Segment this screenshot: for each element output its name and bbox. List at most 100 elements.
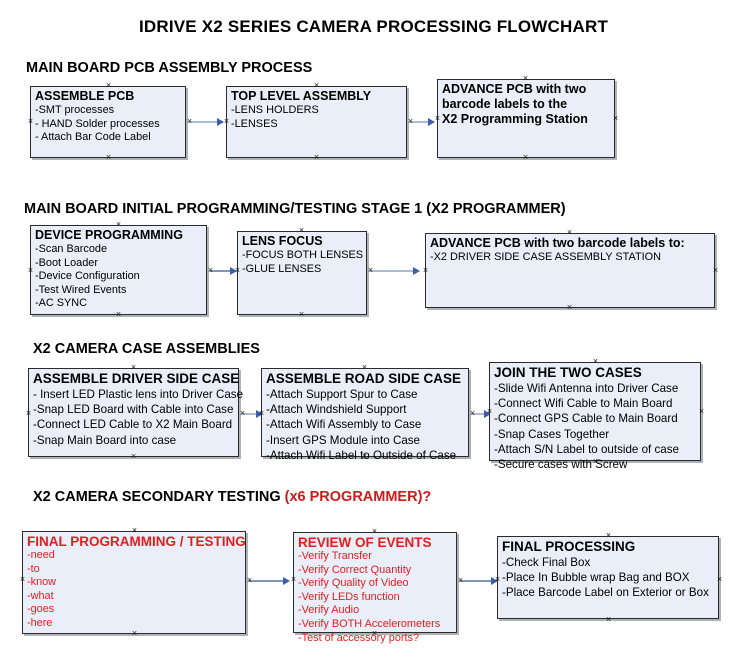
connection-handle-right[interactable] (612, 115, 619, 122)
connection-handle-top[interactable] (105, 82, 112, 89)
connection-handle-top[interactable] (371, 528, 378, 535)
connection-handle-left[interactable] (223, 118, 230, 125)
section-heading-suffix: (x6 PROGRAMMER)? (284, 489, 432, 505)
box-item: -Connect Wifi Cable to Main Board (494, 397, 673, 411)
box-device-programming[interactable]: DEVICE PROGRAMMING -Scan Barcode -Boot L… (30, 225, 207, 315)
box-item: -SMT processes (35, 104, 115, 116)
connector-final-programming-to-review (249, 580, 287, 582)
box-join-the-two-cases[interactable]: JOIN THE TWO CASES -Slide Wifi Antenna i… (489, 362, 701, 471)
connection-handle-right[interactable] (246, 577, 253, 584)
box-header: LENS FOCUS (242, 234, 323, 248)
connection-handle-left[interactable] (434, 115, 441, 122)
box-item: -Attach Windshield Support (266, 403, 407, 417)
box-item: -Slide Wifi Antenna into Driver Case (494, 382, 679, 395)
connector-road-case-to-join-cases (472, 413, 488, 415)
connection-handle-right[interactable] (239, 410, 246, 417)
box-item: -Scan Barcode (35, 243, 108, 255)
connection-handle-top[interactable] (115, 221, 122, 228)
section-heading-text: X2 CAMERA SECONDARY TESTING (33, 489, 285, 505)
box-item: -Verify Transfer (298, 550, 372, 562)
connection-handle-bottom[interactable] (522, 154, 529, 161)
connection-handle-right[interactable] (407, 118, 414, 125)
connection-handle-left[interactable] (258, 410, 265, 417)
box-item: -Snap LED Board with Cable into Case (33, 403, 234, 417)
connection-handle-left[interactable] (27, 267, 34, 274)
box-item: -Snap Cases Together (494, 427, 610, 441)
connection-handle-bottom[interactable] (371, 630, 378, 637)
box-review-of-events[interactable]: REVIEW OF EVENTS -Verify Transfer -Verif… (293, 532, 457, 644)
connection-handle-top[interactable] (313, 82, 320, 89)
connection-handle-top[interactable] (605, 532, 612, 539)
connection-handle-bottom[interactable] (361, 453, 368, 460)
box-item: -Snap Main Board into case (33, 433, 177, 447)
connection-handle-top[interactable] (130, 364, 137, 371)
connection-handle-top[interactable] (131, 527, 138, 534)
box-item: -Verify BOTH Accelerometers (298, 617, 441, 630)
arrowhead-icon (428, 117, 435, 126)
connection-handle-top[interactable] (298, 227, 305, 234)
connection-handle-left[interactable] (494, 576, 501, 583)
box-item: -to (27, 562, 40, 575)
connection-handle-left[interactable] (290, 576, 297, 583)
box-assemble-pcb[interactable]: ASSEMBLE PCB -SMT processes - HAND Solde… (30, 86, 186, 158)
box-advance-pcb-programming-station[interactable]: ADVANCE PCB with two barcode labels to t… (437, 79, 615, 158)
box-header: FINAL PROCESSING (502, 539, 636, 554)
box-item: X2 Programming Station (442, 112, 588, 126)
connection-handle-right[interactable] (469, 410, 476, 417)
connection-handle-right[interactable] (207, 267, 214, 274)
connection-handle-bottom[interactable] (592, 458, 599, 465)
box-lens-focus[interactable]: LENS FOCUS -FOCUS BOTH LENSES -GLUE LENS… (237, 231, 367, 315)
box-assemble-road-side-case[interactable]: ASSEMBLE ROAD SIDE CASE -Attach Support … (261, 368, 469, 462)
box-advance-pcb-driver-side[interactable]: ADVANCE PCB with two barcode labels to: … (425, 233, 715, 308)
box-item: -Connect GPS Cable to Main Board (494, 412, 678, 426)
connection-handle-left[interactable] (422, 267, 429, 274)
box-item: -Attach Wifi Assembly to Case (266, 418, 422, 432)
box-header: DEVICE PROGRAMMING (35, 228, 183, 242)
connection-handle-bottom[interactable] (313, 154, 320, 161)
box-header: ASSEMBLE DRIVER SIDE CASE (33, 371, 240, 386)
connection-handle-right[interactable] (712, 267, 719, 274)
box-assemble-driver-side-case[interactable]: ASSEMBLE DRIVER SIDE CASE - Insert LED P… (28, 368, 244, 457)
box-item: -what (27, 589, 54, 602)
box-item: - Insert LED Plastic lens into Driver Ca… (33, 388, 244, 401)
box-top-level-assembly[interactable]: TOP LEVEL ASSEMBLY -LENS HOLDERS -LENSES (226, 86, 407, 158)
connection-handle-right[interactable] (716, 576, 723, 583)
box-item: -Connect LED Cable to X2 Main Board (33, 418, 233, 432)
connection-handle-bottom[interactable] (566, 304, 573, 311)
connection-handle-right[interactable] (698, 408, 705, 415)
connection-handle-top[interactable] (361, 364, 368, 371)
box-item: -LENSES (231, 117, 278, 130)
connection-handle-right[interactable] (367, 267, 374, 274)
box-final-programming-testing[interactable]: FINAL PROGRAMMING / TESTING -need -to -k… (22, 531, 246, 634)
box-item: -Verify Quality of Video (298, 577, 409, 590)
connection-handle-right[interactable] (186, 118, 193, 125)
box-item: -Attach Support Spur to Case (266, 388, 418, 401)
connection-handle-left[interactable] (486, 408, 493, 415)
connection-handle-left[interactable] (25, 410, 32, 417)
connection-handle-left[interactable] (27, 118, 34, 125)
box-header: ASSEMBLE ROAD SIDE CASE (266, 371, 462, 386)
connection-handle-bottom[interactable] (131, 630, 138, 637)
box-item: -Verify LEDs function (298, 590, 400, 603)
box-item: -here (27, 616, 53, 629)
connection-handle-bottom[interactable] (130, 453, 137, 460)
connection-handle-top[interactable] (592, 358, 599, 365)
connection-handle-bottom[interactable] (298, 311, 305, 318)
connection-handle-bottom[interactable] (105, 154, 112, 161)
connection-handle-top[interactable] (566, 229, 573, 236)
connection-handle-right[interactable] (457, 577, 464, 584)
connection-handle-bottom[interactable] (605, 616, 612, 623)
box-header: TOP LEVEL ASSEMBLY (231, 89, 372, 103)
box-item: -Attach S/N Label to outside of case (494, 442, 679, 456)
connection-handle-top[interactable] (522, 75, 529, 82)
connection-handle-left[interactable] (234, 267, 241, 274)
box-final-processing[interactable]: FINAL PROCESSING -Check Final Box -Place… (497, 536, 719, 619)
connection-handle-left[interactable] (19, 576, 26, 583)
box-header: ADVANCE PCB with two barcode labels to: (430, 236, 685, 250)
connector-top-level-to-advance-pcb (410, 121, 432, 123)
box-header: FINAL PROGRAMMING / TESTING (27, 534, 246, 549)
box-item: barcode labels to the (442, 97, 568, 111)
box-header: ADVANCE PCB with two (442, 82, 587, 96)
section-heading-secondary-testing: X2 CAMERA SECONDARY TESTING (x6 PROGRAMM… (33, 489, 431, 505)
connection-handle-bottom[interactable] (115, 311, 122, 318)
